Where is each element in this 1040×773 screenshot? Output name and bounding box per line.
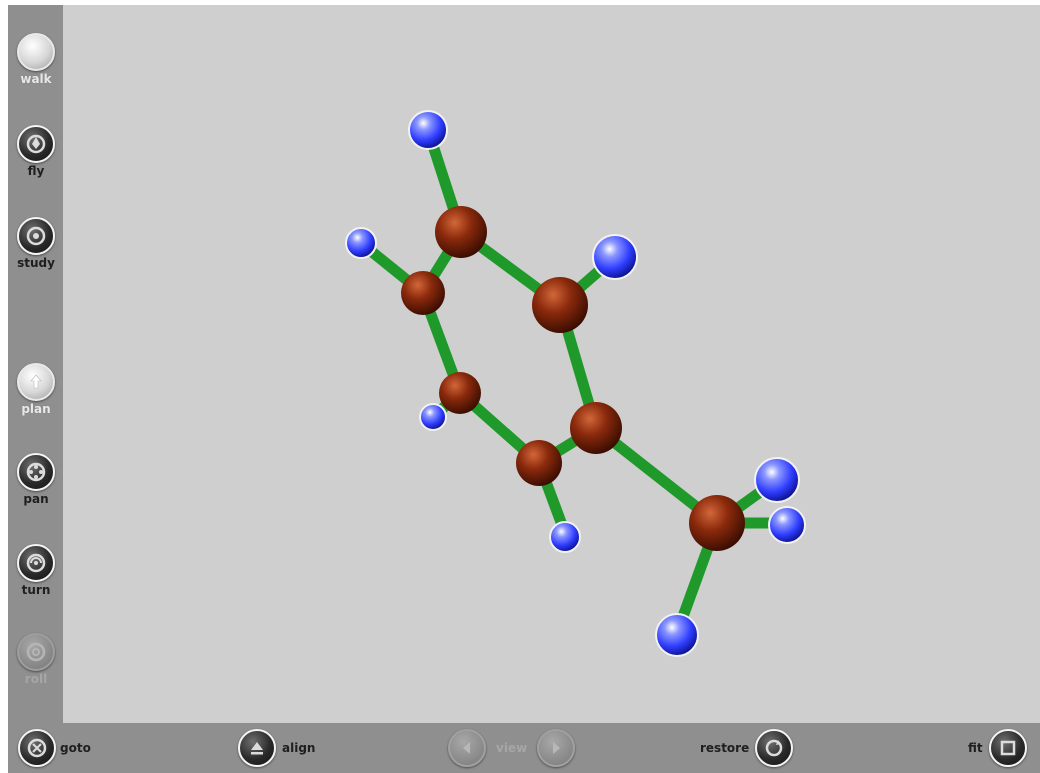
restore-button[interactable]: restore [700, 729, 794, 767]
fly-tool[interactable]: fly [8, 125, 64, 178]
plan-tool[interactable]: plan [8, 363, 64, 416]
fly-icon [17, 125, 55, 163]
bottom-toolbar: goto align view restore fit [8, 723, 1040, 773]
roll-label: roll [24, 672, 48, 686]
atom [401, 271, 445, 315]
walk-icon [17, 33, 55, 71]
previous-view-icon[interactable] [448, 729, 486, 767]
atom [419, 403, 447, 431]
align-label: align [282, 741, 316, 755]
roll-icon [17, 633, 55, 671]
goto-label: goto [60, 741, 91, 755]
atom [532, 277, 588, 333]
atom [754, 457, 800, 503]
3d-viewport[interactable] [63, 5, 1040, 723]
turn-icon [17, 544, 55, 582]
pan-tool[interactable]: pan [8, 453, 64, 506]
align-button[interactable]: align [238, 729, 315, 767]
fit-label: fit [968, 741, 983, 755]
view-label: view [496, 741, 528, 755]
turn-tool[interactable]: turn [8, 544, 64, 597]
fly-label: fly [27, 164, 45, 178]
atom [655, 613, 699, 657]
atom [570, 402, 622, 454]
atoms [345, 110, 806, 657]
next-view-icon[interactable] [537, 729, 576, 767]
pan-label: pan [23, 492, 49, 506]
atom [549, 521, 581, 553]
molecule-model [345, 110, 806, 657]
plan-icon [17, 363, 55, 401]
atom [408, 110, 448, 150]
goto-icon [18, 729, 56, 767]
walk-label: walk [20, 72, 52, 86]
study-label: study [17, 256, 55, 270]
study-tool[interactable]: study [8, 217, 64, 270]
restore-icon [755, 729, 794, 767]
goto-button[interactable]: goto [18, 729, 91, 767]
atom [345, 227, 377, 259]
roll-tool[interactable]: roll [8, 633, 64, 686]
turn-label: turn [21, 583, 51, 597]
atom [516, 440, 562, 486]
navigation-sidebar: walk fly study plan pan [8, 5, 63, 723]
atom [439, 372, 481, 414]
pan-icon [17, 453, 55, 491]
align-icon [238, 729, 276, 767]
atom [435, 206, 487, 258]
atom [768, 506, 806, 544]
study-icon [17, 217, 55, 255]
fit-button[interactable]: fit [968, 729, 1027, 767]
atom [592, 234, 638, 280]
restore-label: restore [700, 741, 750, 755]
bond-lines [355, 124, 794, 639]
plan-label: plan [21, 402, 51, 416]
walk-tool[interactable]: walk [8, 33, 64, 86]
atom [689, 495, 745, 551]
fit-icon [988, 729, 1027, 767]
view-controls: view [448, 729, 576, 767]
